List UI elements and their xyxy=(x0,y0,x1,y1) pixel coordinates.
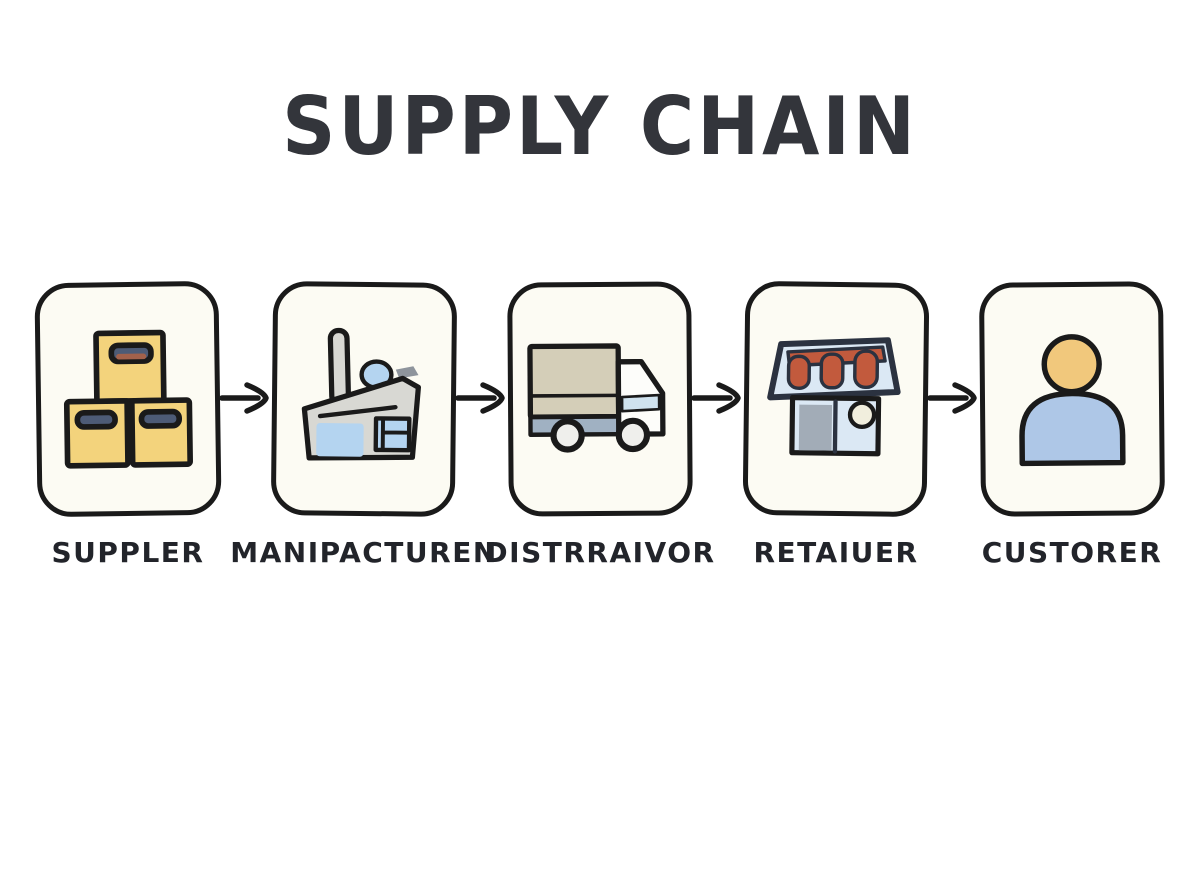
stage-label-manufacturer: MANIPACTUREN xyxy=(230,536,498,569)
arrow-icon xyxy=(456,378,508,418)
supplier-card xyxy=(34,280,222,518)
boxes-icon xyxy=(63,329,193,469)
person-icon xyxy=(1019,334,1126,467)
stage-distributor: DISTRRAIVOR xyxy=(484,281,714,569)
customer-card xyxy=(978,281,1166,517)
page-title: SUPPLY CHAIN xyxy=(282,80,918,174)
arrow-icon xyxy=(928,378,980,418)
stage-label-retailer: RETAIUER xyxy=(753,536,919,569)
factory-icon xyxy=(301,327,422,461)
stage-label-supplier: SUPPLER xyxy=(51,536,205,569)
stage-label-distributor: DISTRRAIVOR xyxy=(484,536,716,569)
stage-manufacturer: MANIPACTUREN xyxy=(230,281,496,569)
arrow-icon xyxy=(220,378,272,418)
supply-chain-diagram: SUPPLY CHAIN S xyxy=(0,80,1200,569)
stages-row: SUPPLER MANIPAC xyxy=(0,280,1200,569)
crate-handle-accent xyxy=(116,353,147,360)
truck-icon xyxy=(527,343,666,453)
stage-label-customer: CUSTORER xyxy=(981,536,1163,569)
stage-supplier: SUPPLER xyxy=(34,280,222,569)
stage-retailer: RETAIUER xyxy=(742,280,930,569)
manufacturer-card xyxy=(270,281,458,517)
retailer-card xyxy=(742,280,930,518)
arrow-icon xyxy=(692,378,744,418)
distributor-card xyxy=(507,281,693,517)
store-icon xyxy=(767,337,901,457)
stage-customer: CUSTORER xyxy=(978,281,1166,569)
